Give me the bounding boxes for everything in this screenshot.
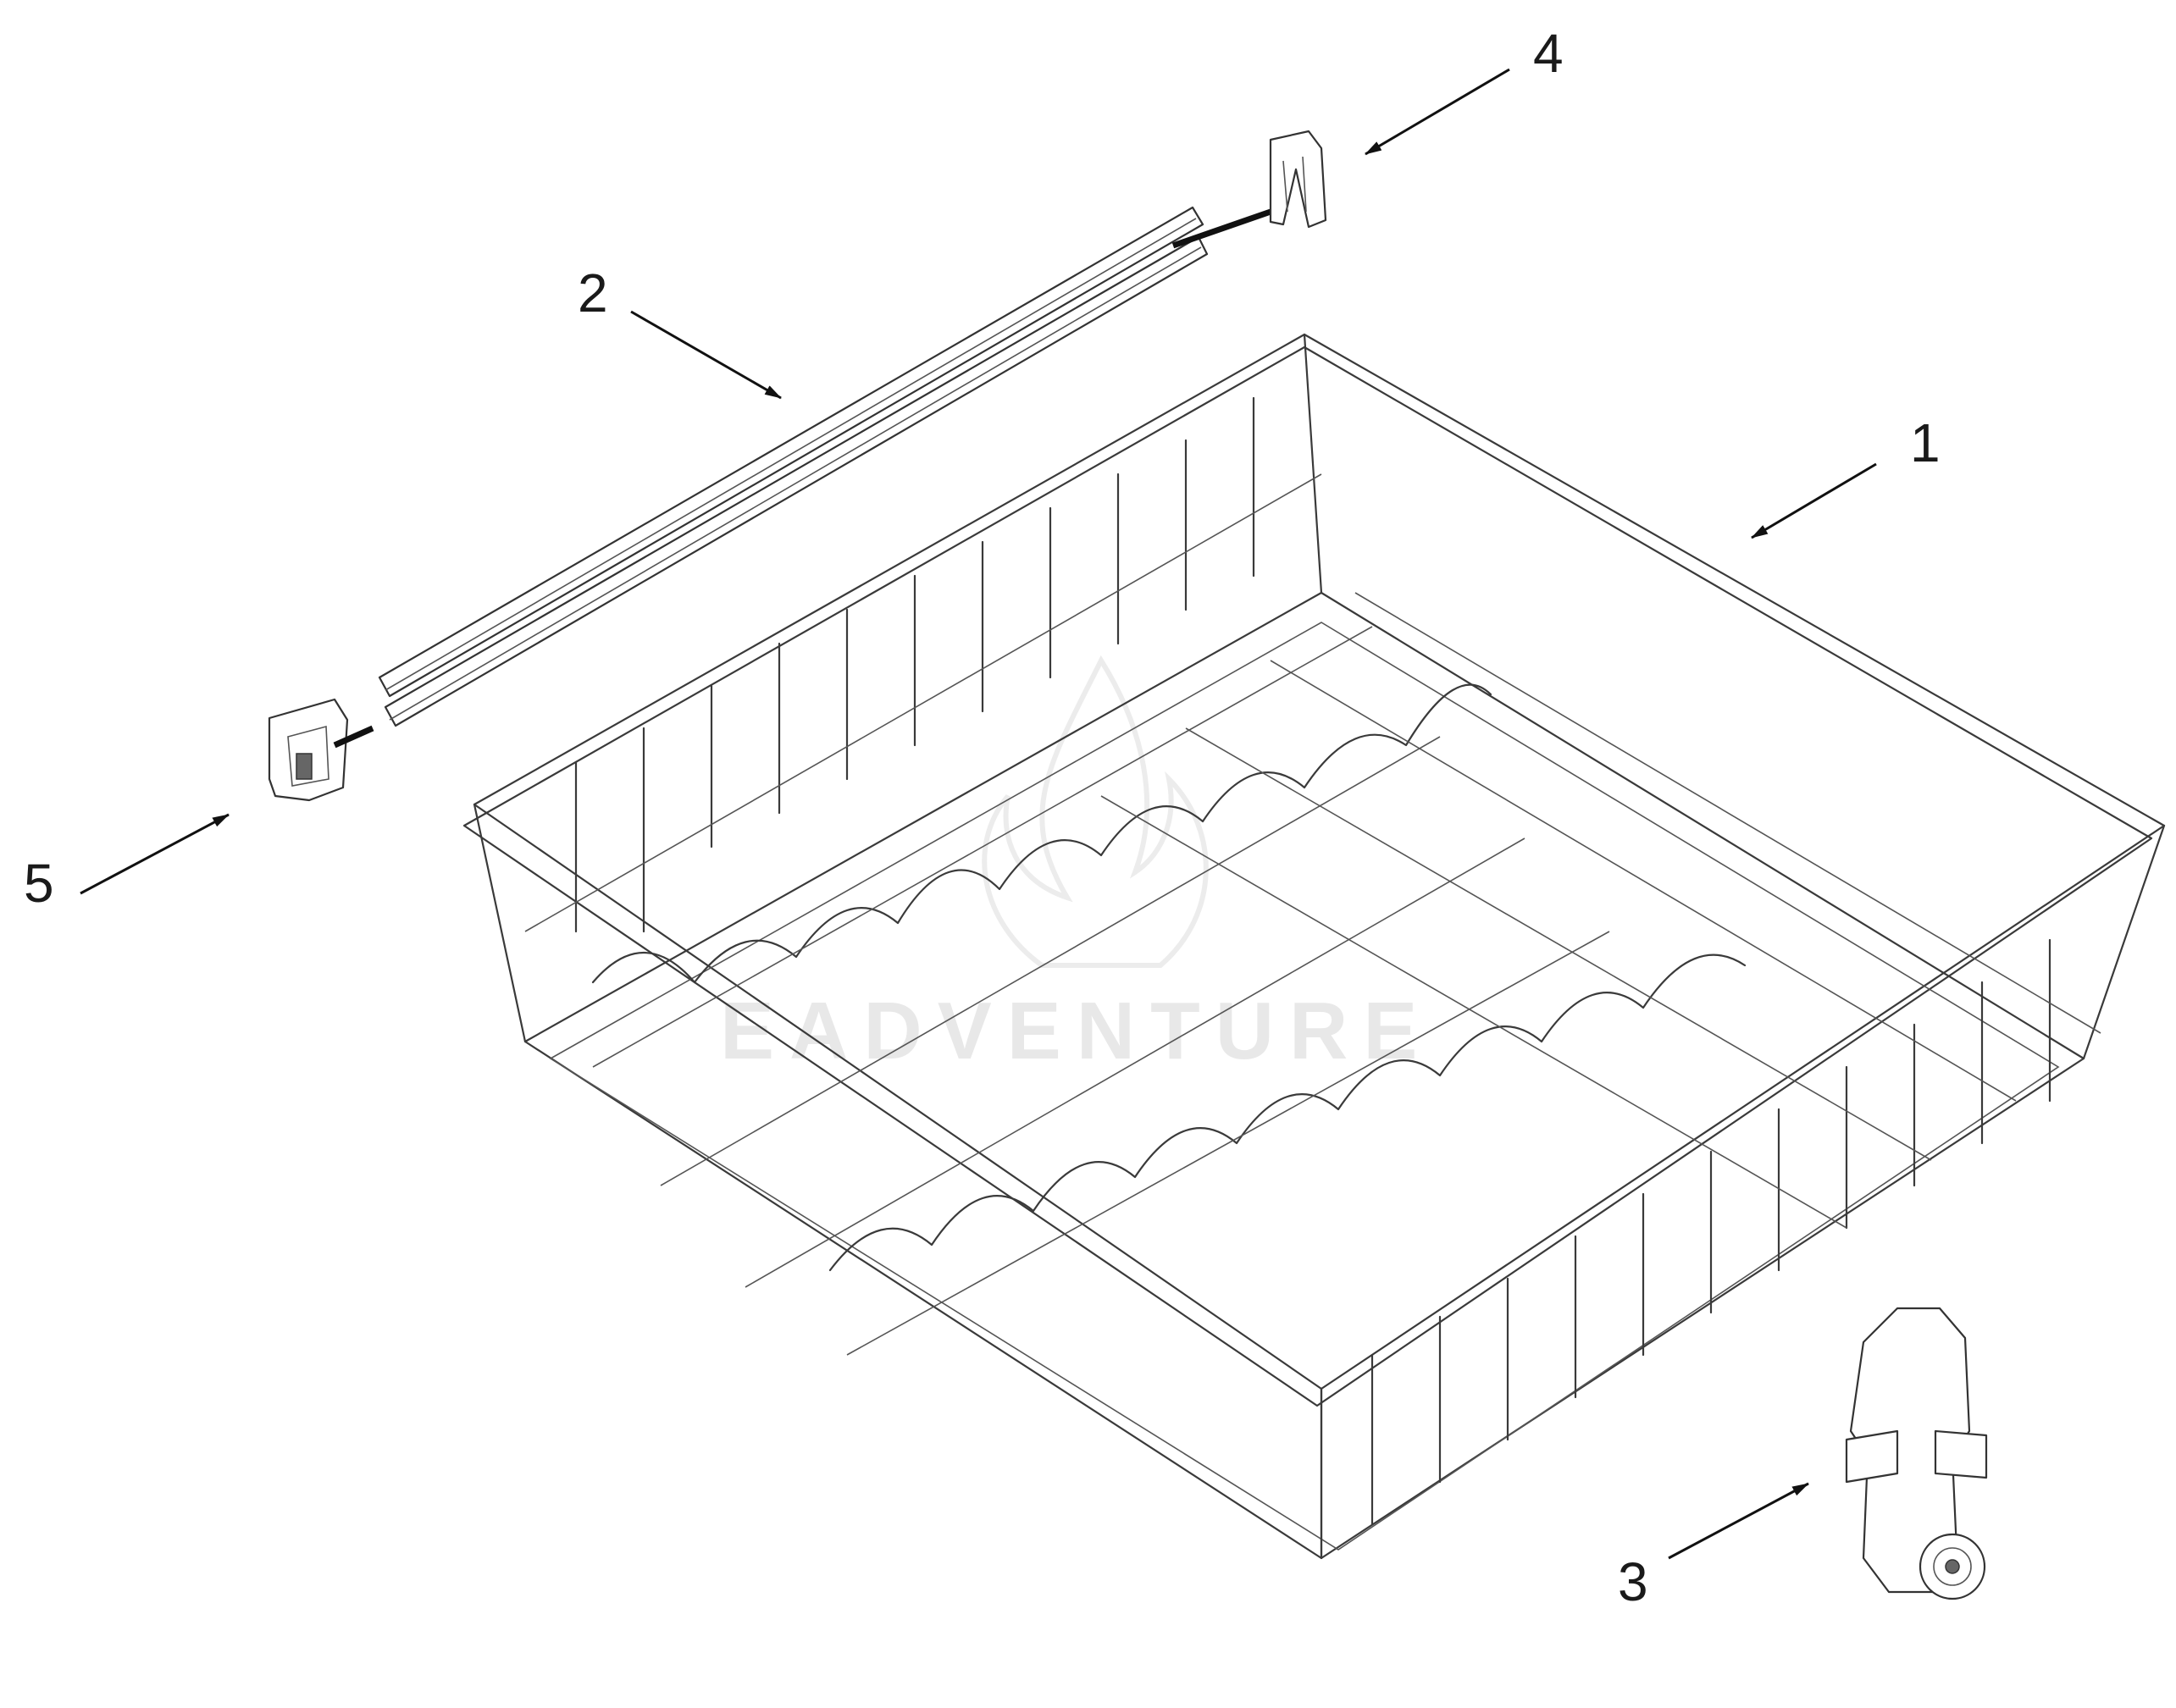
callout-2: 2: [578, 263, 608, 323]
rack-tines: [524, 396, 2101, 1560]
rack-rail: [378, 206, 1209, 727]
callout-3: 3: [1618, 1551, 1648, 1612]
callout-4: 4: [1533, 23, 1564, 84]
leader-2: [630, 310, 782, 400]
watermark-text: EADVENTURE: [720, 986, 1432, 1076]
rail-end-cap-front: [268, 698, 349, 802]
callout-1: 1: [1910, 412, 1941, 473]
callout-5: 5: [24, 853, 54, 914]
watermark: EADVENTURE: [720, 655, 1432, 1076]
rack-roller-assembly: [1845, 1307, 1988, 1600]
upper-dishrack: [462, 333, 2166, 1560]
callout-leaders: [80, 68, 1877, 1560]
leader-3: [1668, 1482, 1809, 1560]
rail-end-cap-rear: [1269, 130, 1327, 229]
leader-4: [1365, 68, 1510, 156]
rail-end-gap-right: [1171, 208, 1272, 249]
leader-1: [1751, 462, 1877, 539]
rail-end-gap-left: [333, 725, 374, 749]
leader-5: [80, 813, 230, 895]
callout-numbers: 1 2 3 4 5: [24, 23, 1941, 1612]
